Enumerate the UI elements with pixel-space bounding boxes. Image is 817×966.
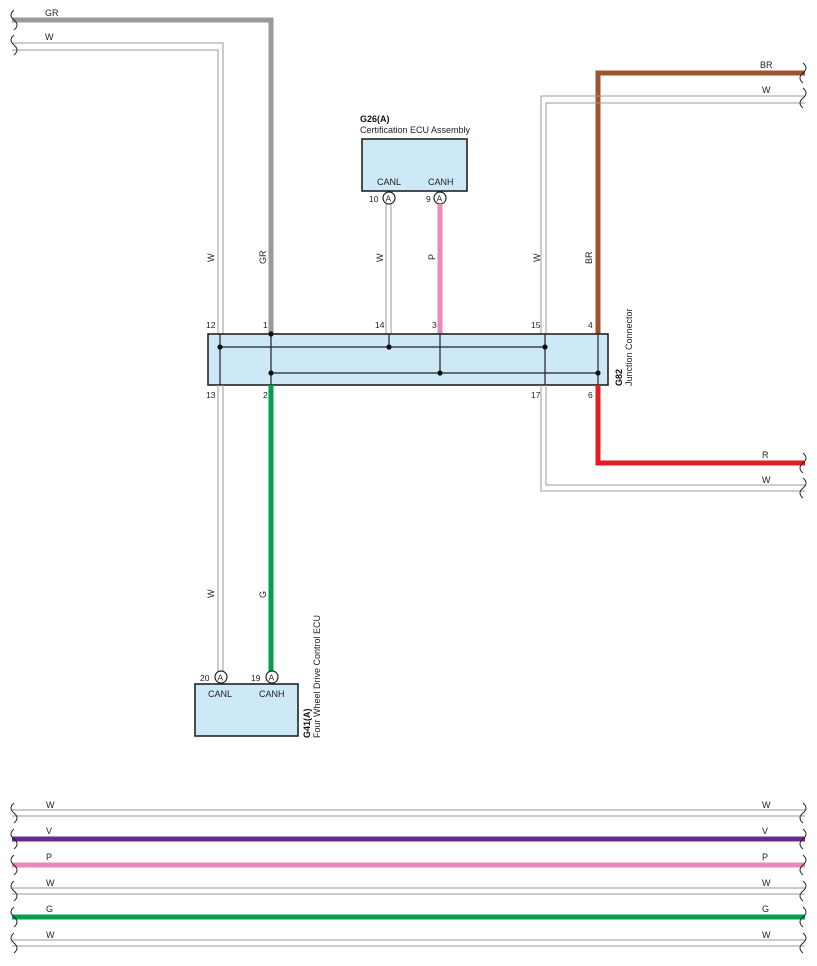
wire-w-bottom-right <box>545 385 805 486</box>
bottom-wire-4-break-mark-right <box>799 880 807 902</box>
bottom-wire-5-label-right: G <box>762 904 769 914</box>
g82-pin-3: 3 <box>432 320 437 330</box>
g82-pin-13: 13 <box>206 390 216 400</box>
bottom-wire-1-break-mark-left <box>10 802 18 824</box>
g82-id: G82 <box>614 369 624 386</box>
g41-canl-label: CANL <box>208 689 232 699</box>
label-top-right-br: BR <box>760 60 773 70</box>
g82-splice-dot-1 <box>217 344 223 350</box>
g82-pin-4: 4 <box>588 320 593 330</box>
g41-pin-canl-connector <box>214 670 228 684</box>
label-lower-g: G <box>258 591 268 598</box>
g82-pin-12: 12 <box>206 320 216 330</box>
bottom-wire-5-break-mark-left <box>10 906 18 928</box>
g82-splice-dot-7 <box>268 331 274 337</box>
g82-pin-15: 15 <box>531 320 541 330</box>
g82-splice-dot-4 <box>268 370 274 376</box>
bottom-wire-6-break-mark-left <box>10 932 18 954</box>
bottom-wire-3-label-right: P <box>762 852 768 862</box>
bottom-wire-4-label-right: W <box>762 878 771 888</box>
g82-name: Junction Connector <box>624 308 634 386</box>
g82-splice-dot-6 <box>595 370 601 376</box>
g26-pin-canl-number: 10 <box>369 194 379 204</box>
bottom-wire-3-break-mark-right <box>799 854 807 876</box>
g26-id: G26(A) <box>360 114 390 124</box>
break-mark-top-right-1 <box>799 62 807 84</box>
g82-bus-can-high <box>270 334 599 385</box>
bottom-wire-2-label-right: V <box>762 826 768 836</box>
label-top-left-w: W <box>45 32 54 42</box>
g41-pin-canh-connector-letter: A <box>269 673 275 683</box>
bottom-wire-2-label-left: V <box>46 826 52 836</box>
bottom-wire-4-label-left: W <box>46 878 55 888</box>
label-right-br: BR <box>584 251 594 264</box>
g82-pin-14: 14 <box>375 320 385 330</box>
g26-canh-label: CANH <box>428 177 454 187</box>
label-right-w: W <box>532 253 542 262</box>
break-mark-bottom-right-1 <box>799 452 807 474</box>
label-left-gr: GR <box>258 250 268 264</box>
break-mark-bottom-right-2 <box>799 477 807 499</box>
g41-id: G41(A) <box>302 708 312 738</box>
wire-w-bottom-right-inner <box>540 385 805 492</box>
bottom-wire-6-label-right: W <box>762 930 771 940</box>
g41-pin-canh-number: 19 <box>251 673 261 683</box>
wire-w-top-right-inner <box>545 102 805 334</box>
wire-r-bottom-right <box>595 385 805 466</box>
g26-pin-canl-connector-letter: A <box>386 194 392 204</box>
bottom-wire-6-break-mark-right <box>799 932 807 954</box>
g82-bus-can-low <box>219 334 546 385</box>
label-lower-w: W <box>206 589 216 598</box>
label-g26-p: P <box>427 254 437 260</box>
label-g26-w: W <box>375 253 385 262</box>
bottom-wire-1-label-right: W <box>762 800 771 810</box>
g26-pin-canh-number: 9 <box>426 194 431 204</box>
wire-w-top-left-inner <box>12 49 219 334</box>
wire-w-top-left <box>12 42 224 334</box>
label-bottom-right-w: W <box>762 475 771 485</box>
bottom-wire-4-break-mark-left <box>10 880 18 902</box>
bottom-wire-5-label-left: G <box>46 904 53 914</box>
label-left-w: W <box>206 253 216 262</box>
g82-junction-box <box>207 333 609 386</box>
wire-w-top-right <box>540 95 805 334</box>
g82-splice-dot-2 <box>386 344 392 350</box>
bottom-wire-3-label-left: P <box>46 852 52 862</box>
break-mark-top-left-1 <box>10 9 18 31</box>
g41-name: Four Wheel Drive Control ECU <box>312 615 322 738</box>
g41-pin-canl-number: 20 <box>200 673 210 683</box>
g82-pin-1: 1 <box>263 320 268 330</box>
g41-component-box <box>194 683 299 737</box>
wire-br-top-right <box>595 70 805 334</box>
g26-pin-canh-connector-letter: A <box>437 194 443 204</box>
g41-pin-canl-connector-letter: A <box>218 673 224 683</box>
g82-pin-6: 6 <box>588 390 593 400</box>
g26-name: Certification ECU Assembly <box>360 125 471 135</box>
g82-splice-dot-3 <box>542 344 548 350</box>
g26-pin-canl-connector <box>382 191 396 205</box>
bottom-wire-2-break-mark-right <box>799 828 807 850</box>
bottom-wire-1-break-mark-right <box>799 802 807 824</box>
wire-gr-top-left <box>12 17 274 334</box>
bottom-wire-6-label-left: W <box>46 930 55 940</box>
label-bottom-right-r: R <box>762 450 769 460</box>
bottom-wire-3-break-mark-left <box>10 854 18 876</box>
g26-canl-label: CANL <box>377 177 401 187</box>
bottom-wire-2-break-mark-left <box>10 828 18 850</box>
g41-pin-canh-connector <box>265 670 279 684</box>
bottom-wire-5-break-mark-right <box>799 906 807 928</box>
break-mark-top-left-2 <box>10 34 18 56</box>
g82-pin-17: 17 <box>531 390 541 400</box>
label-top-right-w: W <box>762 85 771 95</box>
bottom-wire-1-label-left: W <box>46 800 55 810</box>
g82-splice-dot-5 <box>437 370 443 376</box>
label-top-left-gr: GR <box>45 8 59 18</box>
bottom-wire-bundle: W W V V P P W W G G W W <box>10 800 807 954</box>
g82-pin-2: 2 <box>263 390 268 400</box>
g26-component-box <box>361 138 468 192</box>
break-mark-top-right-2 <box>799 87 807 109</box>
g41-canh-label: CANH <box>259 689 285 699</box>
